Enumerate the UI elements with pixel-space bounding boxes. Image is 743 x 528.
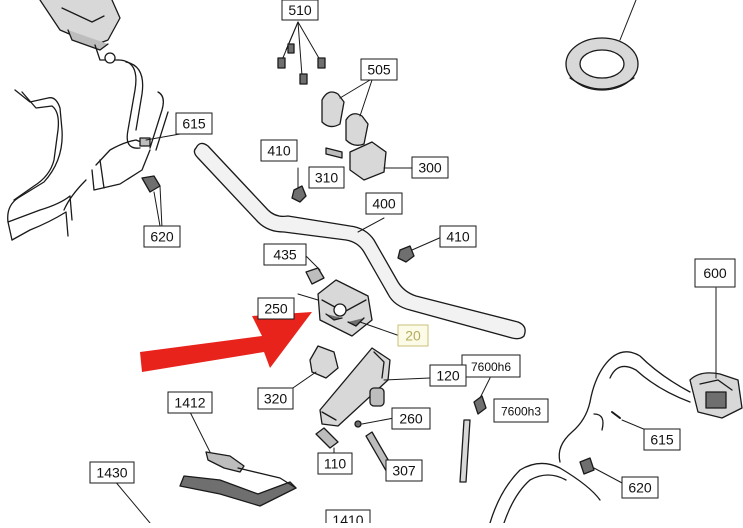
callout-box bbox=[694, 258, 736, 288]
long-bolt bbox=[459, 419, 471, 483]
callout-1430: 1430 bbox=[89, 461, 135, 484]
callout-box bbox=[621, 476, 659, 499]
callout-505: 505 bbox=[360, 58, 398, 81]
left-handguard bbox=[7, 89, 161, 241]
callout-250: 250 bbox=[257, 297, 295, 320]
callout-box bbox=[143, 225, 181, 248]
callout-number: 600 bbox=[703, 265, 727, 281]
callout-number: 120 bbox=[436, 368, 460, 384]
callout-number: 20 bbox=[405, 328, 421, 344]
top-clamp bbox=[349, 141, 387, 181]
callout-box bbox=[260, 139, 298, 162]
callout-labels: 510 505 615 410 300 310 620 400 410 435 600 250 20 76… bbox=[89, 0, 736, 528]
callout-7600h6: 7600h6 bbox=[461, 354, 521, 378]
callout-number: 1430 bbox=[96, 465, 127, 481]
callout-number: 410 bbox=[446, 229, 470, 245]
left-grip-assembly bbox=[39, 0, 169, 151]
bolt-group bbox=[277, 21, 326, 85]
callout-box bbox=[257, 297, 295, 320]
callout-400: 400 bbox=[365, 192, 403, 215]
callout-620: 620 bbox=[143, 225, 181, 248]
callout-box bbox=[439, 225, 477, 248]
callout-box bbox=[397, 324, 429, 347]
callout-box bbox=[493, 398, 549, 423]
clip-110 bbox=[315, 427, 339, 449]
callout-320: 320 bbox=[257, 387, 294, 410]
callout-number: 620 bbox=[628, 480, 652, 496]
washer-260 bbox=[354, 420, 362, 428]
callout-number: 7600h3 bbox=[501, 405, 541, 419]
callout-box bbox=[429, 364, 467, 387]
handlebar bbox=[193, 142, 526, 340]
callout-number: 300 bbox=[418, 160, 442, 176]
callout-box bbox=[391, 407, 431, 430]
callout-number: 505 bbox=[367, 62, 391, 78]
screw-310 bbox=[325, 147, 343, 159]
right-handguard bbox=[489, 411, 647, 524]
callout-box bbox=[643, 428, 681, 451]
right-grip-assembly bbox=[558, 287, 743, 463]
callout-615: 615 bbox=[175, 112, 213, 135]
callout-box bbox=[257, 387, 294, 410]
clamp-320 bbox=[309, 345, 339, 379]
clip-410-right bbox=[397, 245, 415, 263]
callout-310: 310 bbox=[308, 166, 345, 189]
callout-box bbox=[360, 58, 398, 81]
callout-number: 320 bbox=[264, 391, 288, 407]
callout-20: 20 bbox=[397, 324, 429, 347]
callout-615: 615 bbox=[643, 428, 681, 451]
callout-number: 615 bbox=[650, 432, 674, 448]
callout-number: 310 bbox=[315, 170, 339, 186]
callout-600: 600 bbox=[694, 258, 736, 288]
callout-number: 410 bbox=[267, 143, 291, 159]
callout-number: 400 bbox=[372, 196, 396, 212]
callout-box bbox=[317, 452, 353, 475]
callout-number: 620 bbox=[150, 229, 174, 245]
callout-box bbox=[411, 156, 449, 179]
callout-number: 260 bbox=[399, 411, 423, 427]
callout-box bbox=[167, 391, 213, 414]
callout-box bbox=[365, 192, 403, 215]
callout-number: 7600h6 bbox=[471, 360, 511, 374]
callout-410: 410 bbox=[260, 139, 298, 162]
callout-number: 1410 bbox=[332, 512, 363, 523]
callout-box bbox=[89, 461, 135, 484]
callout-110: 110 bbox=[317, 452, 353, 475]
callout-box bbox=[281, 0, 319, 21]
callout-260: 260 bbox=[391, 407, 431, 430]
riser-block bbox=[297, 279, 401, 337]
callout-510: 510 bbox=[281, 0, 319, 21]
clamp-halves bbox=[321, 79, 373, 146]
callout-number: 307 bbox=[392, 463, 416, 479]
callout-number: 435 bbox=[273, 247, 297, 263]
callout-620: 620 bbox=[621, 476, 659, 499]
callout-number: 110 bbox=[324, 456, 347, 472]
callout-number: 1412 bbox=[174, 395, 205, 411]
callout-307: 307 bbox=[385, 459, 423, 482]
callout-7600h3: 7600h3 bbox=[493, 398, 549, 423]
callout-1412: 1412 bbox=[167, 391, 213, 414]
clip-410-left bbox=[291, 185, 307, 203]
callout-435: 435 bbox=[263, 243, 307, 266]
part-drawings bbox=[7, 0, 743, 524]
callout-300: 300 bbox=[411, 156, 449, 179]
callout-number: 615 bbox=[182, 116, 206, 132]
callout-1410: 1410 bbox=[325, 509, 371, 528]
plate-435 bbox=[305, 267, 325, 285]
callout-box bbox=[175, 112, 213, 135]
red-arrow-icon bbox=[140, 312, 312, 372]
lower-guard bbox=[113, 467, 297, 524]
callout-120: 120 bbox=[429, 364, 467, 387]
steering-stem bbox=[319, 347, 431, 427]
callout-number: 250 bbox=[264, 301, 288, 317]
callout-box bbox=[263, 243, 307, 266]
callout-410: 410 bbox=[439, 225, 477, 248]
round-housing bbox=[565, 0, 639, 91]
rail-1412 bbox=[205, 451, 245, 473]
callout-box bbox=[385, 459, 423, 482]
callout-box bbox=[308, 166, 345, 189]
callout-number: 510 bbox=[288, 2, 312, 18]
